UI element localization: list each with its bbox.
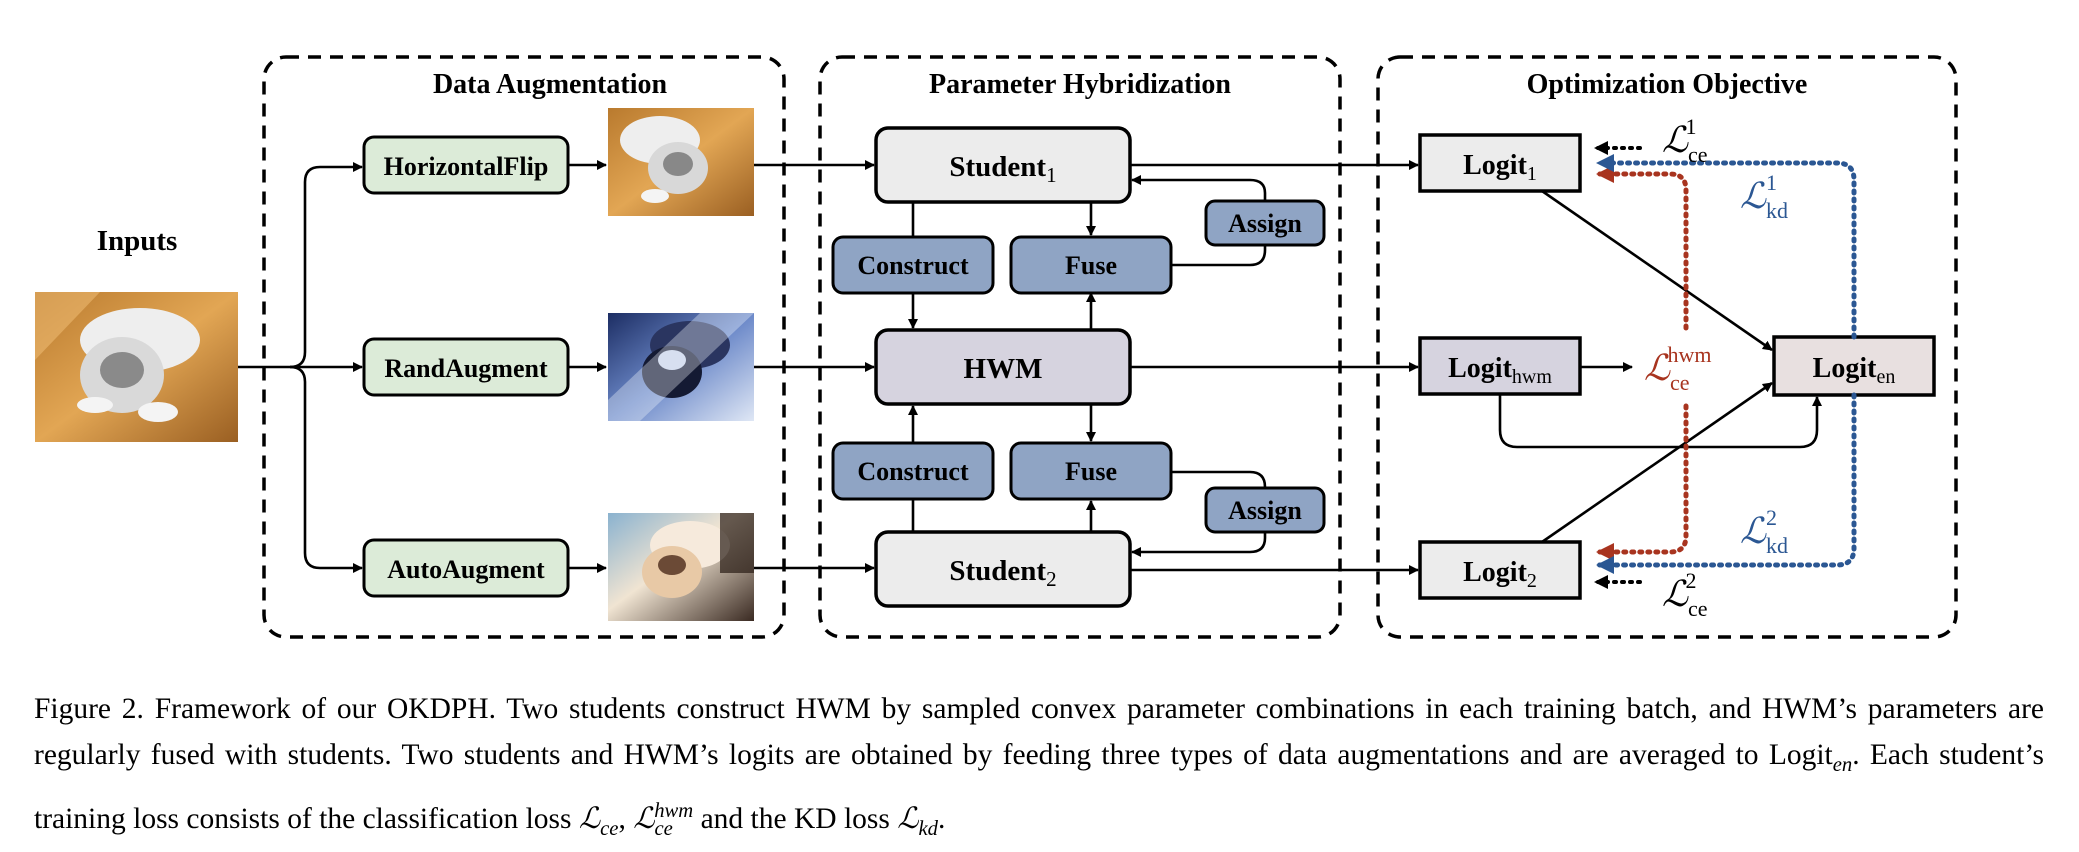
kd-loss-label-2: ℒkd2: [1740, 505, 1788, 558]
logit2-subscript: 2: [1527, 570, 1537, 592]
hwm-ce-loss-paths: [1595, 165, 1689, 561]
data-augmentation-title: Data Augmentation: [433, 69, 668, 100]
assign-bottom-box: Assign: [1204, 486, 1326, 534]
logithwm-subscript: hwm: [1512, 366, 1552, 388]
svg-text:Logiten: Logiten: [1813, 353, 1896, 388]
randaugment-box: RandAugment: [362, 337, 570, 397]
input-branch-lines: [238, 162, 363, 573]
caption-loss-ce-sub: ce: [600, 818, 619, 841]
caption-part1: Figure 2. Framework of our OKDPH. Two st…: [34, 693, 2052, 771]
construct-top-box: Construct: [831, 235, 995, 295]
caption-loss-hwm-sub: ce: [654, 818, 673, 841]
ce-loss-paths: [1594, 141, 1642, 589]
caption-loss-kd-sub: kd: [918, 818, 938, 841]
fuse-top-box: Fuse: [1009, 235, 1173, 295]
logiten-subscript: en: [1876, 366, 1895, 388]
construct-top-label: Construct: [857, 251, 969, 280]
svg-text:Logit1: Logit1: [1463, 150, 1537, 185]
figure-caption: Figure 2. Framework of our OKDPH. Two st…: [34, 686, 2044, 852]
construct-bottom-label: Construct: [857, 457, 969, 486]
student2-box: Student2: [874, 530, 1132, 608]
optimization-objective-title: Optimization Objective: [1527, 69, 1808, 100]
svg-text:Student1: Student1: [949, 151, 1056, 187]
ce-loss-label-1: ℒce1: [1662, 114, 1707, 167]
caption-end: .: [937, 803, 946, 836]
student1-subscript: 1: [1046, 163, 1057, 187]
hwm-box: HWM: [874, 328, 1132, 406]
caption-part2: . Each student’s training loss consists …: [34, 739, 2052, 836]
student1-label: Student: [949, 151, 1046, 183]
optimization-objective-frame: [1376, 55, 1958, 639]
autoaug-cat-image: [608, 513, 754, 621]
horizontalflip-label: HorizontalFlip: [384, 152, 549, 181]
assign-bottom-label: Assign: [1228, 496, 1302, 525]
randaugment-label: RandAugment: [384, 354, 548, 383]
okdph-framework-diagram: Data Augmentation Parameter Hybridizatio…: [35, 55, 1958, 639]
logit2-box: Logit2: [1418, 540, 1582, 600]
caption-loss-hwm: ℒ: [633, 803, 655, 836]
caption-part3: and the KD loss: [693, 803, 898, 836]
logit2-label: Logit: [1463, 557, 1527, 588]
parameter-hybridization-frame: [818, 55, 1342, 639]
fuse-bottom-box: Fuse: [1009, 441, 1173, 501]
logit1-label: Logit: [1463, 150, 1527, 181]
fuse-top-label: Fuse: [1065, 251, 1117, 280]
caption-loss-kd: ℒ: [897, 803, 919, 836]
student2-subscript: 2: [1046, 567, 1057, 591]
student1-box: Student1: [874, 126, 1132, 204]
ensemble-arrows: [1498, 189, 1822, 544]
logit1-box: Logit1: [1418, 133, 1582, 193]
inputs-title: Inputs: [97, 225, 178, 257]
logit1-subscript: 1: [1527, 163, 1537, 185]
caption-comma: ,: [618, 803, 634, 836]
hwm-label: HWM: [964, 353, 1043, 385]
parameter-hybridization-title: Parameter Hybridization: [929, 69, 1231, 100]
logiten-box: Logiten: [1772, 335, 1936, 397]
caption-sub-en: en: [1832, 754, 1853, 777]
caption-loss-ce: ℒ: [578, 803, 601, 836]
hflip-cat-image: [608, 108, 754, 216]
hwm-ce-loss-label: ℒcehwm: [1644, 342, 1711, 395]
construct-bottom-box: Construct: [831, 441, 995, 501]
fuse-bottom-label: Fuse: [1065, 457, 1117, 486]
logithwm-box: Logithwm: [1418, 336, 1582, 396]
ce-loss-label-2: ℒce2: [1662, 568, 1707, 621]
assign-top-box: Assign: [1204, 199, 1326, 247]
input-cat-image: [35, 292, 238, 442]
autoaugment-box: AutoAugment: [362, 538, 570, 598]
logithwm-label: Logit: [1448, 353, 1512, 384]
svg-text:Logithwm: Logithwm: [1448, 353, 1552, 388]
svg-text:Logit2: Logit2: [1463, 557, 1537, 592]
assign-top-label: Assign: [1228, 209, 1302, 238]
data-augmentation-frame: [262, 55, 786, 639]
autoaugment-label: AutoAugment: [387, 555, 545, 584]
hybridization-connectors: [908, 175, 1267, 557]
svg-text:Student2: Student2: [949, 555, 1056, 591]
logiten-label: Logit: [1813, 353, 1877, 384]
kd-loss-label-1: ℒkd1: [1740, 170, 1788, 223]
caption-loss-hwm-sup: hwm: [654, 800, 694, 823]
horizontalflip-box: HorizontalFlip: [362, 135, 570, 195]
randaug-cat-image: [608, 313, 754, 421]
kd-loss-paths: [1595, 154, 1857, 574]
student2-label: Student: [949, 555, 1046, 587]
